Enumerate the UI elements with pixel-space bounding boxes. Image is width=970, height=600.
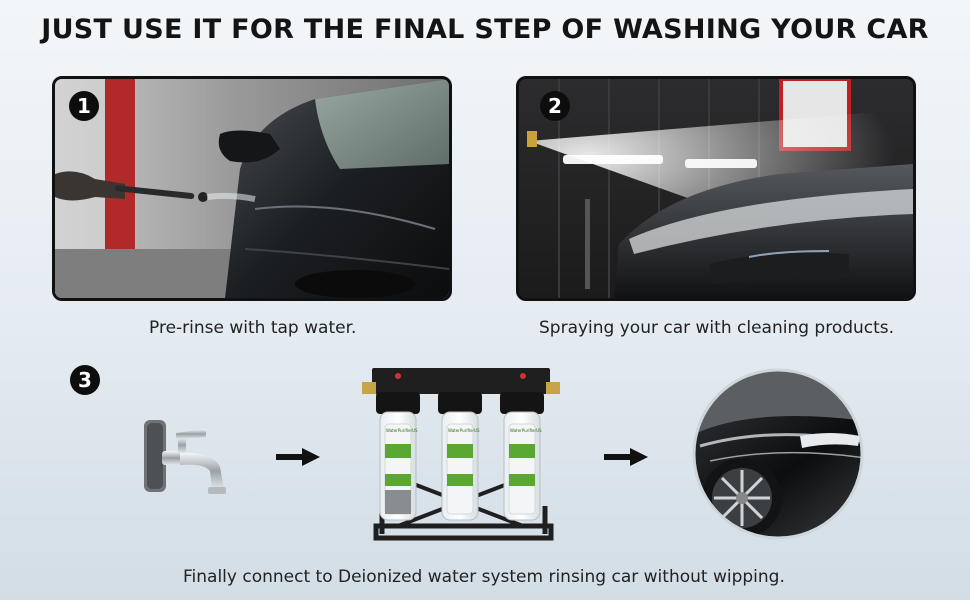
step-1-photo: 1: [52, 76, 452, 301]
step-1-caption: Pre-rinse with tap water.: [149, 318, 357, 338]
arrow-right-icon: [276, 448, 320, 466]
step-2-caption: Spraying your car with cleaning products…: [539, 318, 895, 338]
step-3-badge: 3: [70, 365, 100, 395]
arrow-right-icon: [604, 448, 648, 466]
clean-car-result-image: [692, 368, 864, 540]
foam-spray-car-image: [519, 79, 913, 298]
filter-2-brand-label: WaterPurifierUS: [448, 428, 480, 433]
step-2-badge: 2: [540, 91, 570, 121]
step-1-badge: 1: [69, 91, 99, 121]
page-title: JUST USE IT FOR THE FINAL STEP OF WASHIN…: [41, 14, 929, 45]
step-2-photo: 2: [516, 76, 916, 301]
filter-3-brand-label: WaterPurifierUS: [510, 428, 542, 433]
step-3-caption: Finally connect to Deionized water syste…: [183, 567, 785, 587]
filter-1-brand-label: WaterPurifierUS: [386, 428, 418, 433]
deionized-water-filter-system-image: WaterPurifierUS WaterPurifierUS WaterPur…: [362, 368, 560, 541]
pre-rinse-car-image: [55, 79, 449, 298]
tap-faucet-icon: [144, 420, 226, 494]
